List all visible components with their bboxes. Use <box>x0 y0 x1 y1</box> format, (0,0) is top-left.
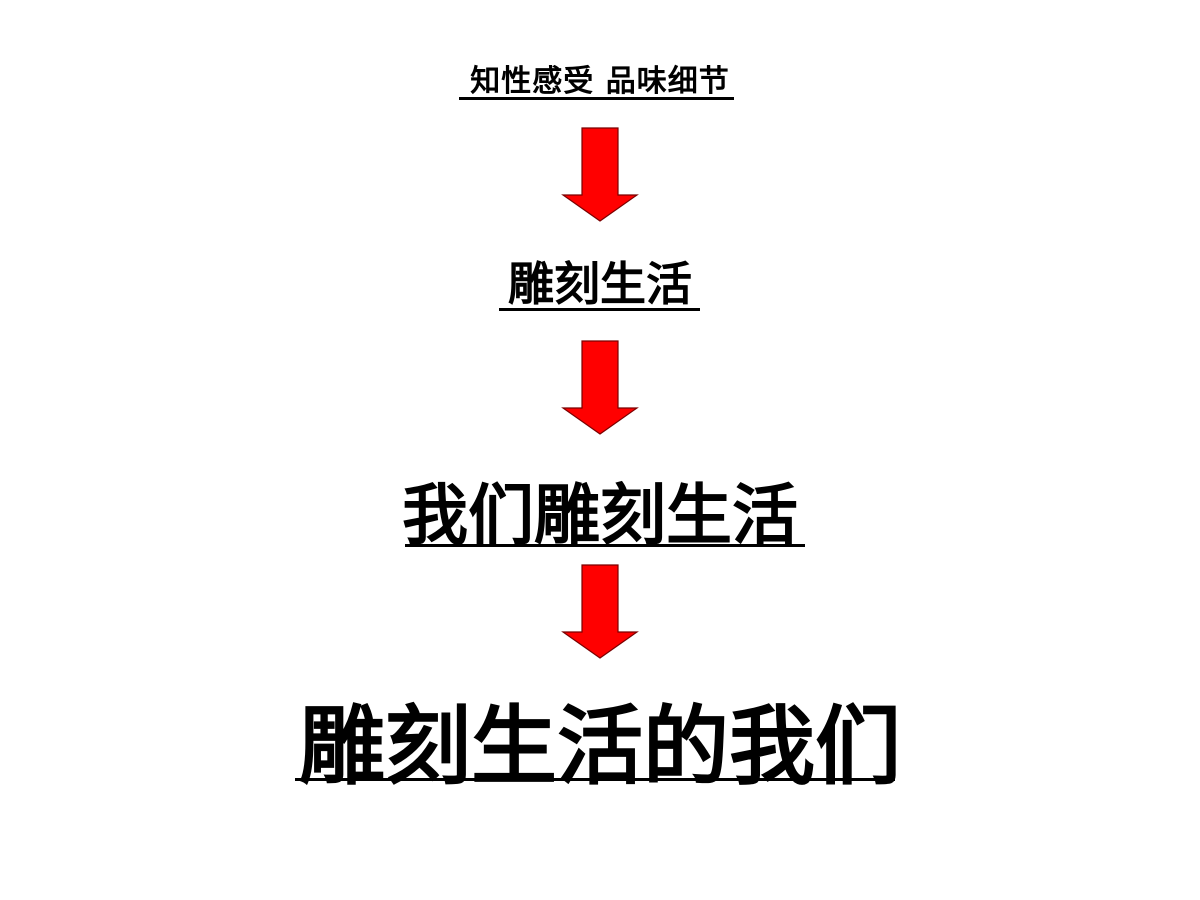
step-2-text: 雕刻生活 <box>508 257 692 311</box>
step-4-label: 雕刻生活的我们 <box>0 676 1200 801</box>
step-2-underline <box>499 308 700 311</box>
step-3-text: 我们雕刻生活 <box>402 477 798 554</box>
down-arrow-icon <box>561 564 639 659</box>
step-1-text: 知性感受 品味细节 <box>470 64 730 99</box>
step-2-label: 雕刻生活 <box>0 248 1200 314</box>
step-4-underline <box>295 778 895 781</box>
step-3-label: 我们雕刻生活 <box>0 462 1200 558</box>
down-arrow-icon <box>561 127 639 222</box>
down-arrow-icon <box>561 340 639 435</box>
step-4-text: 雕刻生活的我们 <box>299 697 901 797</box>
step-1-underline <box>459 97 734 100</box>
step-3-underline <box>405 544 805 547</box>
step-1-label: 知性感受 品味细节 <box>0 56 1200 100</box>
